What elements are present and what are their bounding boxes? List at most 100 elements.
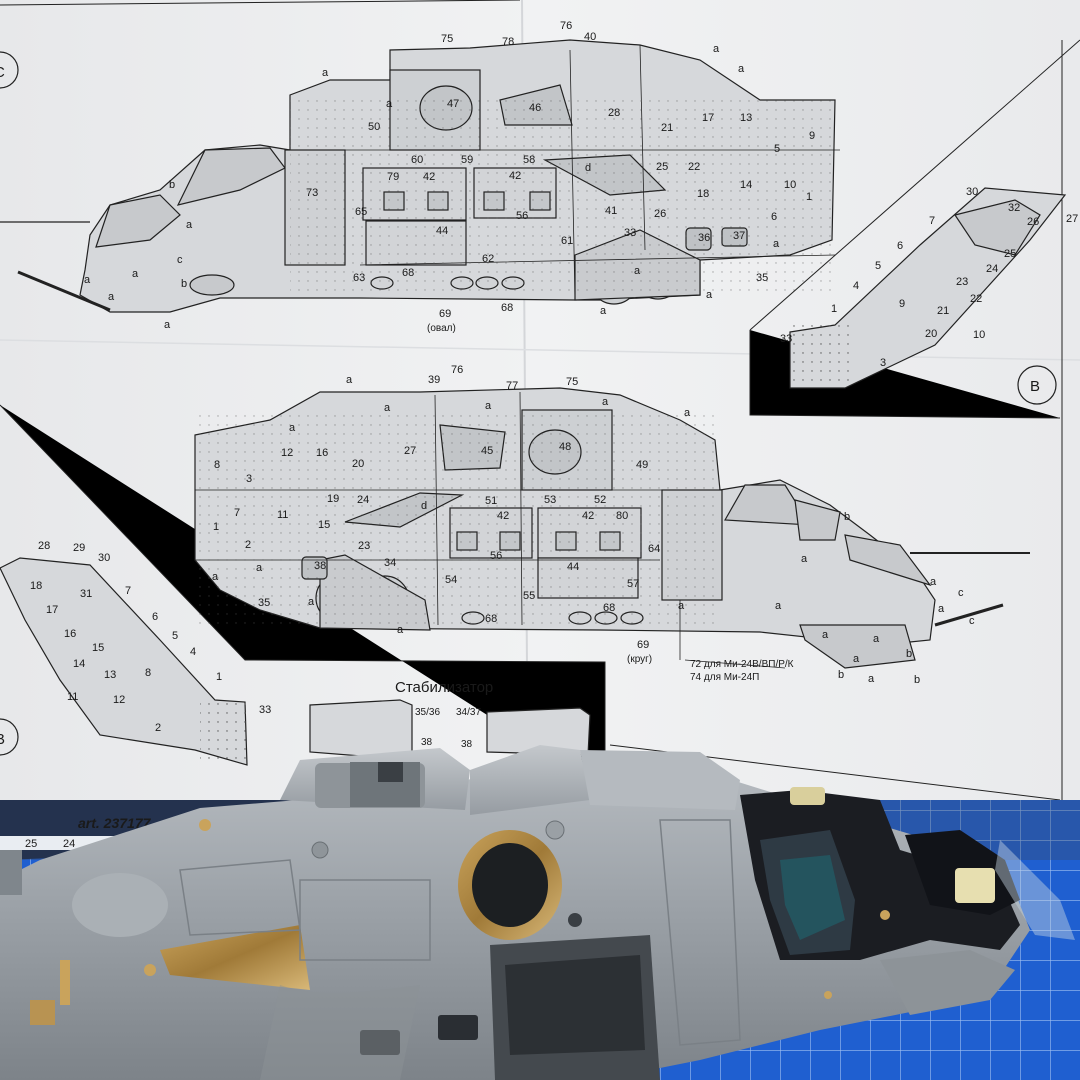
- bottom-view-callout: a: [868, 673, 875, 685]
- variant-note-2: 74 для Ми-24П: [690, 672, 759, 683]
- helicopter-model: [0, 745, 1075, 1080]
- top-view-callout: 42: [509, 170, 521, 182]
- tail-right-callout: 20: [925, 328, 937, 340]
- top-view-callout: a: [164, 319, 171, 331]
- tail-right-callout: 7: [929, 215, 935, 227]
- variant-note-1: 72 для Ми-24В/ВП/Р/К: [690, 659, 794, 670]
- bottom-view-callout: 35: [258, 597, 270, 609]
- bottom-view-callout: a: [485, 400, 492, 412]
- bottom-view-callout: 64: [648, 543, 660, 555]
- tail-left-callout: 17: [46, 604, 58, 616]
- top-view-callout: 28: [608, 107, 620, 119]
- view-c-letter: C: [0, 64, 5, 81]
- top-view-callout: 65: [355, 206, 367, 218]
- bottom-view-callout: a: [308, 596, 315, 608]
- top-view-callout: 63: [353, 272, 365, 284]
- bottom-view-callout: 53: [544, 494, 556, 506]
- top-view-callout: 18: [697, 188, 709, 200]
- tail-left-callout: 13: [104, 669, 116, 681]
- bottom-view-callout: a: [873, 633, 880, 645]
- top-view-callout: 36: [698, 232, 710, 244]
- tail-right-callout: 23: [956, 276, 968, 288]
- tail-left-callout: 14: [73, 658, 85, 670]
- side-view-right-drawing: [194, 387, 1030, 669]
- bottom-view-callout: 68: [603, 602, 615, 614]
- top-view-callout: 9: [809, 130, 815, 142]
- tail-left-callout: 15: [92, 642, 104, 654]
- bottom-view-callout: b: [906, 648, 912, 660]
- top-view-callout: 14: [740, 179, 752, 191]
- tail-left-callout: 12: [113, 694, 125, 706]
- tail-right-callout: 9: [899, 298, 905, 310]
- stab-label: 34/37: [456, 707, 481, 718]
- bottom-view-callout: 3: [246, 473, 252, 485]
- round-note: (круг): [627, 654, 652, 665]
- tail-left-callout: 18: [30, 580, 42, 592]
- tail-left-callout: 16: [64, 628, 76, 640]
- bottom-view-callout: a: [397, 624, 404, 636]
- top-view-callout: 62: [482, 253, 494, 265]
- bottom-view-callout: 51: [485, 495, 497, 507]
- bottom-view-callout: 27: [404, 445, 416, 457]
- tail-left-callout: 1: [216, 671, 222, 683]
- tail-left-callout: 30: [98, 552, 110, 564]
- tail-left-callout: 4: [190, 646, 196, 658]
- bottom-view-callout: 24: [357, 494, 369, 506]
- top-view-callout: 50: [368, 121, 380, 133]
- top-view-callout: a: [773, 238, 780, 250]
- bottom-view-callout: a: [930, 576, 937, 588]
- stab-label: 35/36: [415, 707, 440, 718]
- bottom-view-callout: a: [346, 374, 353, 386]
- top-view-callout: a: [634, 265, 641, 277]
- top-view-callout: a: [706, 289, 713, 301]
- stab-label: 38: [421, 737, 433, 748]
- round-number: 69: [637, 639, 649, 651]
- ruler-number: 24: [63, 838, 75, 850]
- tail-right-callout: 27: [1066, 213, 1078, 225]
- view-b2-letter: B: [0, 731, 5, 748]
- bottom-view-callout: c: [969, 615, 975, 627]
- top-view-callout: 22: [688, 161, 700, 173]
- top-view-callout: 56: [516, 210, 528, 222]
- bottom-view-callout: 19: [327, 493, 339, 505]
- top-view-callout: 47: [447, 98, 459, 110]
- tail-right-callout: 25: [1004, 248, 1016, 260]
- bottom-view-callout: 44: [567, 561, 579, 573]
- ruler-number: 25: [25, 838, 37, 850]
- top-view-callout: d: [585, 162, 591, 174]
- top-view-callout: a: [713, 43, 720, 55]
- bottom-view-callout: 54: [445, 574, 457, 586]
- tail-left-callout: 5: [172, 630, 178, 642]
- tail-right-callout: 5: [875, 260, 881, 272]
- top-view-callout: a: [600, 305, 607, 317]
- top-view-callout: 59: [461, 154, 473, 166]
- tail-right-callout: 4: [853, 280, 859, 292]
- sheet-text: C B B Стабилизатор 69 (овал) 69 (круг) 7…: [0, 51, 1057, 756]
- top-view-callout: 46: [529, 102, 541, 114]
- bottom-view-callout: c: [958, 587, 964, 599]
- bottom-view-callout: 38: [314, 560, 326, 572]
- bottom-view-callout: 77: [506, 380, 518, 392]
- bottom-view-callout: 42: [582, 510, 594, 522]
- top-view-callout: a: [738, 63, 745, 75]
- bottom-view-callout: a: [602, 396, 609, 408]
- top-view-callout: a: [108, 291, 115, 303]
- tail-right-callout: 21: [937, 305, 949, 317]
- tail-left-callout: 11: [67, 691, 78, 703]
- oval-note: (овал): [427, 323, 456, 334]
- bottom-view-callout: 23: [358, 540, 370, 552]
- top-view-callout: a: [132, 268, 139, 280]
- bottom-view-callout: 76: [451, 364, 463, 376]
- side-view-left-drawing: [17, 39, 840, 313]
- top-view-callout: 68: [402, 267, 414, 279]
- top-view-callout: a: [322, 67, 329, 79]
- top-view-callout: 40: [584, 31, 596, 43]
- bottom-view-callout: 75: [566, 376, 578, 388]
- bottom-view-callout: a: [853, 653, 860, 665]
- tail-right-callout: 6: [897, 240, 903, 252]
- bottom-view-callout: a: [775, 600, 782, 612]
- top-view-callout: 5: [774, 143, 780, 155]
- tail-left-callout: 31: [80, 588, 92, 600]
